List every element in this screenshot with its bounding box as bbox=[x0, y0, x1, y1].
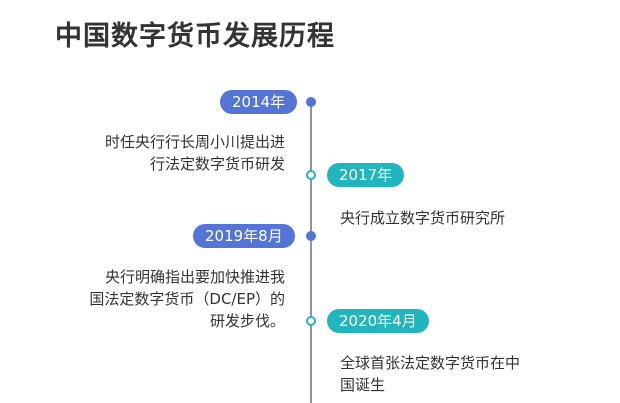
timeline-axis bbox=[310, 100, 312, 403]
date-badge-2020-04: 2020年4月 bbox=[327, 309, 429, 333]
description-line: 央行成立数字货币研究所 bbox=[340, 209, 506, 227]
event-description-2019-08: 央行明确指出要加快推进我 国法定数字货币（DC/EP）的 研发步伐。 bbox=[89, 266, 285, 332]
event-description-2020-04: 全球首张法定数字货币在中 国诞生 bbox=[340, 352, 520, 396]
description-line: 全球首张法定数字货币在中 bbox=[340, 354, 521, 372]
timeline-node-2017 bbox=[306, 170, 316, 180]
page-title: 中国数字货币发展历程 bbox=[55, 21, 335, 52]
date-badge-2014: 2014年 bbox=[220, 90, 298, 114]
description-line: 研发步伐。 bbox=[209, 312, 285, 330]
description-line: 时任央行行长周小川提出进 bbox=[104, 133, 285, 151]
timeline-node-2019-08 bbox=[306, 231, 316, 241]
timeline-node-2014 bbox=[306, 97, 316, 107]
description-line: 央行明确指出要加快推进我 bbox=[104, 268, 285, 286]
event-description-2014: 时任央行行长周小川提出进 行法定数字货币研发 bbox=[105, 131, 285, 175]
description-line: 国法定数字货币（DC/EP）的 bbox=[89, 290, 285, 308]
date-badge-2017: 2017年 bbox=[327, 163, 405, 187]
event-description-2017: 央行成立数字货币研究所 bbox=[340, 207, 505, 229]
date-badge-2019-08: 2019年8月 bbox=[193, 224, 295, 248]
description-line: 行法定数字货币研发 bbox=[149, 155, 285, 173]
description-line: 国诞生 bbox=[340, 376, 386, 394]
timeline-node-2020-04 bbox=[306, 316, 316, 326]
